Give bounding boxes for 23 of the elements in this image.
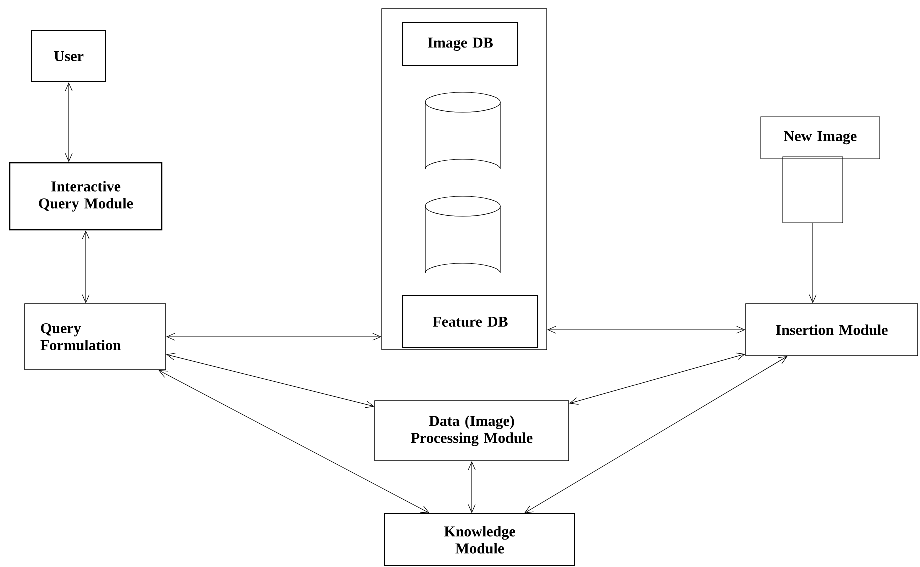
arrow — [547, 326, 746, 334]
arrow — [809, 223, 817, 304]
process-box: New Image — [760, 116, 880, 160]
process-box: Knowledge Module — [384, 514, 576, 566]
image-box — [782, 156, 844, 224]
database-panel — [382, 8, 548, 350]
process-box: User — [32, 30, 106, 82]
arrow — [468, 461, 476, 514]
process-box: Feature DB — [402, 296, 538, 348]
arrow — [166, 333, 382, 341]
arrow — [65, 82, 73, 162]
database-cylinder — [425, 196, 501, 274]
arrow — [82, 230, 90, 304]
process-box: Image DB — [402, 22, 518, 66]
arrow — [524, 356, 788, 514]
process-box: Interactive Query Module — [9, 162, 163, 231]
process-box: Insertion Module — [746, 304, 918, 356]
arrow — [166, 353, 375, 408]
process-box: Query Formulation — [24, 304, 166, 370]
database-cylinder — [425, 92, 501, 170]
arrow — [569, 352, 746, 405]
process-box: Data (Image) Processing Module — [374, 400, 570, 462]
arrow — [158, 370, 430, 514]
